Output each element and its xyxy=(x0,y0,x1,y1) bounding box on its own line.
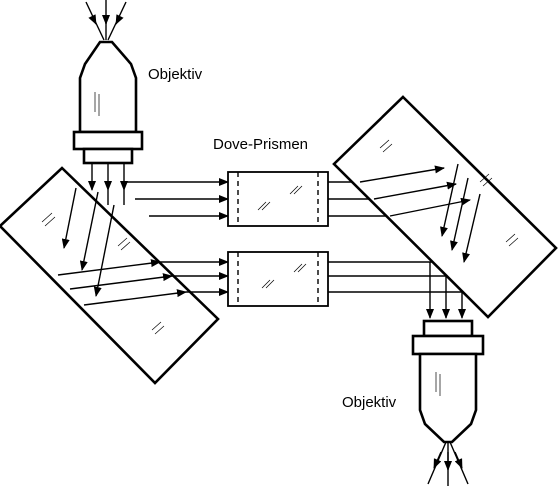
left-prism-inner-rays xyxy=(57,187,187,306)
beam-splitter-left xyxy=(0,166,220,385)
objective-top xyxy=(72,40,144,165)
lower-beam xyxy=(160,258,462,296)
rays-top-to-left-prism xyxy=(88,163,128,191)
dove-prism-lower xyxy=(227,251,329,307)
objective-bottom-label: Objektiv xyxy=(342,394,397,411)
beam-splitter-right xyxy=(332,95,558,319)
rays-right-prism-to-bottom xyxy=(426,262,466,319)
objective-bottom xyxy=(411,319,485,444)
input-rays xyxy=(85,0,127,41)
right-prism-inner-rays xyxy=(359,163,481,263)
dove-prism-upper xyxy=(227,171,329,227)
output-rays xyxy=(427,441,469,486)
objective-top-label: Objektiv xyxy=(148,66,203,83)
dove-prisms-label: Dove-Prismen xyxy=(213,136,309,153)
